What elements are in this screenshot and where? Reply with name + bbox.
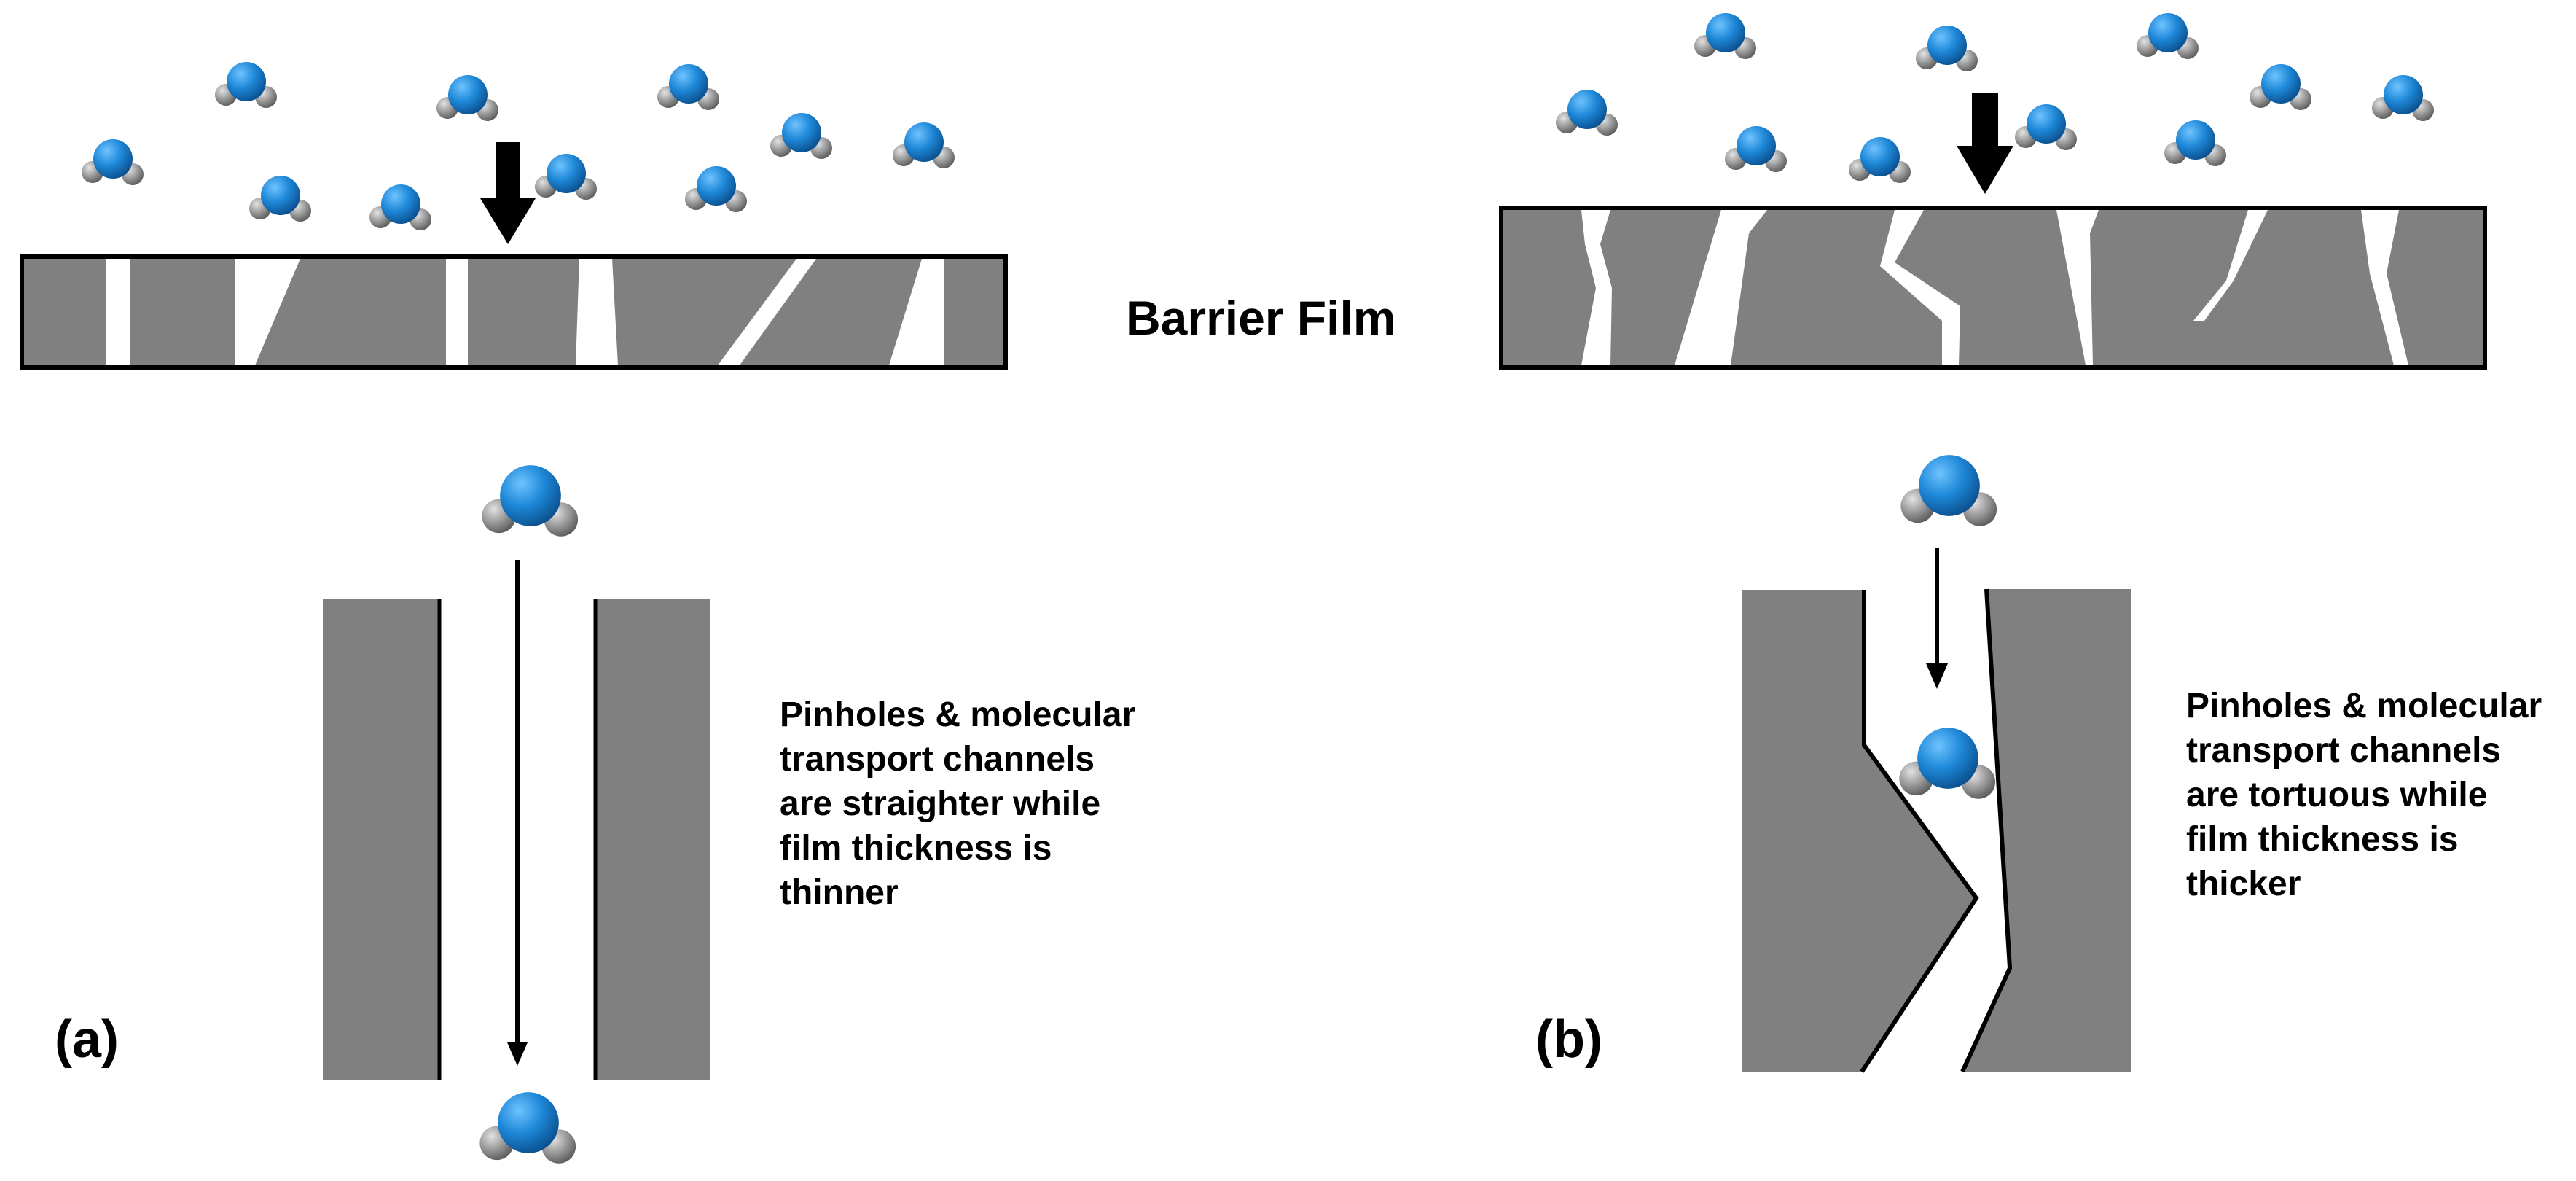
water-molecule-icon: [893, 122, 955, 168]
pinhole: [1880, 210, 1960, 365]
caption-line: are straighter while: [780, 784, 1101, 823]
water-molecule-icon: [2137, 13, 2199, 59]
water-molecule-icon: [2015, 104, 2077, 150]
figure-title: Barrier Film: [1126, 291, 1396, 345]
pinhole: [2193, 210, 2268, 321]
caption-line: film thickness is: [2186, 820, 2459, 859]
oxygen-atom: [448, 75, 488, 114]
caption-line: thicker: [2186, 865, 2301, 903]
water-molecule-icon: [1900, 455, 1997, 526]
panel-a-label: (a): [55, 1010, 119, 1069]
caption-line: Pinholes & molecular: [780, 695, 1136, 734]
oxygen-atom: [227, 62, 266, 101]
pinhole: [235, 259, 300, 365]
water-molecule-icon: [82, 139, 144, 185]
water-molecule-icon: [2372, 75, 2434, 121]
panel-b-caption: Pinholes & molecular transport channels …: [2186, 684, 2572, 906]
water-molecule-icon: [2164, 120, 2226, 166]
water-molecule-icon: [770, 113, 832, 159]
channel-a-right-wall: [594, 599, 710, 1080]
pinhole: [2056, 210, 2099, 365]
oxygen-atom: [2176, 120, 2215, 160]
water-molecule-icon: [369, 184, 431, 230]
water-molecule-icon: [249, 176, 311, 222]
oxygen-atom: [2148, 13, 2188, 52]
oxygen-atom: [2261, 64, 2301, 104]
film-b-body: [1499, 206, 2487, 370]
oxygen-atom: [547, 154, 586, 193]
water-molecule-icon: [1725, 126, 1787, 172]
oxygen-atom: [1706, 13, 1745, 52]
water-molecule-icon: [2250, 64, 2311, 110]
water-molecule-icon: [479, 1092, 576, 1164]
caption-line: thinner: [780, 873, 899, 912]
oxygen-atom: [1567, 90, 1607, 129]
film-b-pinholes: [1581, 210, 2408, 365]
caption-line: transport channels: [2186, 731, 2502, 770]
oxygen-atom: [1737, 126, 1776, 165]
film-b: [1499, 206, 2487, 370]
oxygen-atom: [2384, 75, 2423, 114]
arrow-down-icon: [1957, 93, 2013, 194]
molecules-layer: [82, 13, 2434, 1164]
pinhole: [718, 259, 816, 365]
oxygen-atom: [1860, 137, 1900, 176]
oxygen-atom: [93, 139, 133, 179]
pinhole: [889, 259, 944, 365]
water-molecule-icon: [657, 64, 719, 110]
pinhole: [1675, 210, 1767, 365]
film-a: [20, 254, 1008, 370]
caption-line: are tortuous while: [2186, 776, 2488, 814]
channel-b-closeup: [1742, 548, 2131, 1073]
oxygen-atom: [697, 166, 736, 206]
water-molecule-icon: [215, 62, 277, 108]
oxygen-atom: [498, 1092, 559, 1153]
oxygen-atom: [904, 122, 944, 162]
pinhole: [446, 259, 468, 365]
oxygen-atom: [1917, 728, 1978, 789]
panel-a-caption: Pinholes & molecular transport channels …: [780, 693, 1232, 915]
pinhole: [576, 259, 618, 365]
water-molecule-icon: [685, 166, 747, 212]
water-molecule-icon: [1916, 26, 1978, 71]
channel-a-closeup: [323, 560, 710, 1080]
caption-line: Pinholes & molecular: [2186, 687, 2542, 725]
panel-b-label: (b): [1535, 1010, 1602, 1069]
film-a-pinholes: [106, 259, 944, 365]
caption-line: film thickness is: [780, 829, 1052, 868]
pinhole: [106, 259, 130, 365]
caption-line: transport channels: [780, 740, 1095, 779]
channel-b-left-wall: [1742, 590, 1976, 1072]
oxygen-atom: [381, 184, 420, 224]
channel-b-right-wall: [1962, 589, 2131, 1072]
channel-a-left-wall: [323, 599, 441, 1080]
water-molecule-icon: [482, 465, 579, 537]
water-molecule-icon: [1899, 728, 1996, 799]
water-molecule-icon: [1556, 90, 1618, 136]
oxygen-atom: [500, 465, 561, 526]
oxygen-atom: [1919, 455, 1980, 516]
pinhole: [2361, 210, 2408, 365]
arrow-down-icon: [480, 142, 536, 244]
oxygen-atom: [2027, 104, 2066, 144]
oxygen-atom: [782, 113, 821, 152]
oxygen-atom: [1927, 26, 1967, 65]
oxygen-atom: [669, 64, 708, 104]
water-molecule-icon: [436, 75, 498, 121]
water-molecule-icon: [1694, 13, 1756, 59]
oxygen-atom: [261, 176, 300, 215]
water-molecule-icon: [535, 154, 597, 200]
pinhole: [1581, 210, 1612, 365]
water-molecule-icon: [1849, 137, 1911, 183]
film-a-body: [20, 254, 1008, 370]
